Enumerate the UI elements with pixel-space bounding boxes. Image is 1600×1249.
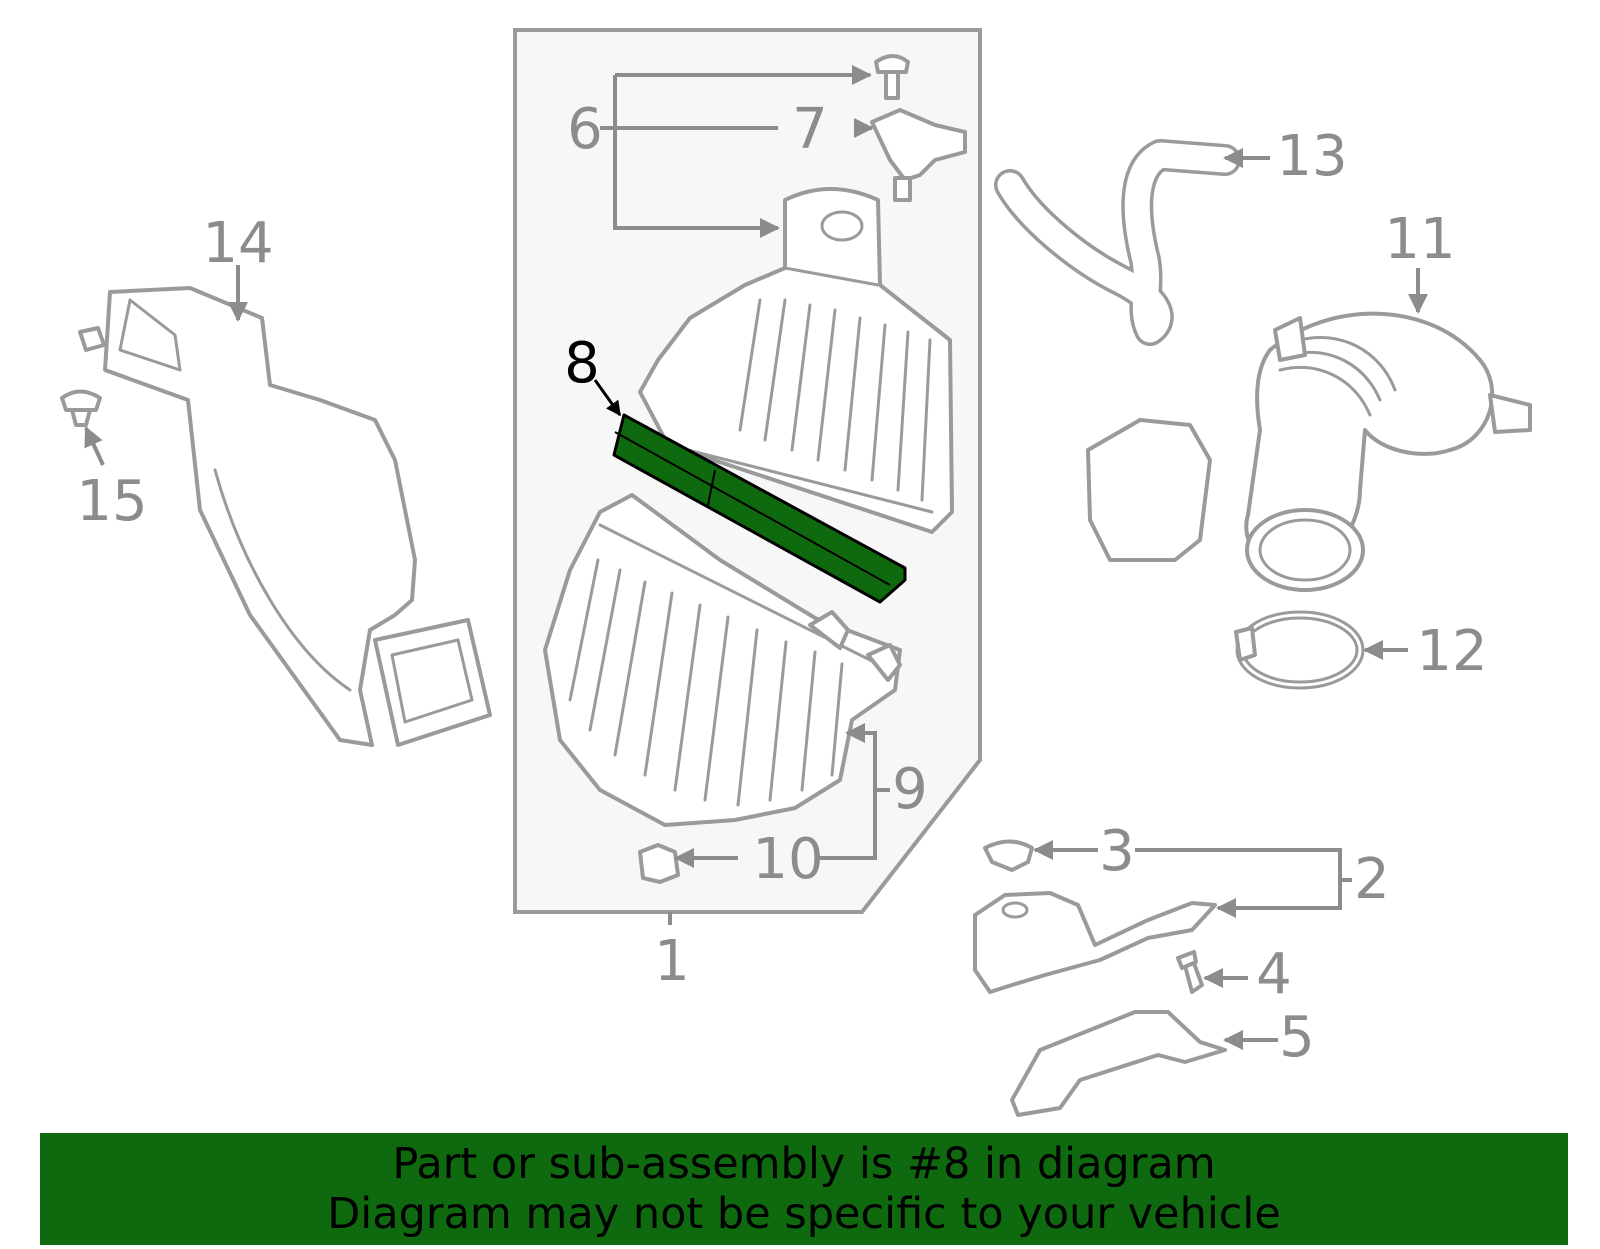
grommet-part-10: [638, 843, 680, 884]
callout-5: 5: [1279, 1005, 1315, 1070]
intake-duct-part-11: [1086, 311, 1532, 592]
callout-3: 3: [1099, 819, 1135, 884]
bracket-part-5: [1010, 1010, 1227, 1117]
callout-7: 7: [792, 97, 828, 162]
callout-12: 12: [1416, 619, 1487, 684]
callout-4: 4: [1256, 942, 1292, 1007]
callout-10: 10: [752, 827, 823, 892]
bolt-part-6: [874, 54, 910, 100]
leader-lines: [84, 65, 1428, 1050]
hose-part-13: [994, 139, 1241, 346]
callout-1: 1: [654, 929, 690, 994]
sensor-part-7: [870, 108, 967, 202]
callout-14: 14: [202, 211, 273, 276]
stud-part-4: [1176, 950, 1204, 994]
banner-line-disclaimer: Diagram may not be specific to your vehi…: [327, 1189, 1281, 1239]
callout-8: 8: [564, 331, 600, 396]
callout-13: 13: [1276, 124, 1347, 189]
air-duct-part-14: [78, 286, 492, 747]
upper-housing: [638, 187, 954, 534]
callout-15: 15: [76, 469, 147, 534]
clamp-part-12: [1234, 610, 1365, 690]
info-banner: Part or sub-assembly is #8 in diagram Di…: [40, 1133, 1568, 1245]
callout-9: 9: [892, 757, 928, 822]
air-filter-element-highlighted: [612, 413, 907, 604]
callout-11: 11: [1384, 207, 1455, 272]
grommet-part-3: [983, 839, 1034, 872]
lower-housing: [543, 493, 902, 827]
banner-line-part-info: Part or sub-assembly is #8 in diagram: [392, 1139, 1216, 1189]
bracket-part-2: [973, 891, 1217, 994]
callout-6: 6: [567, 97, 603, 162]
callout-2: 2: [1354, 847, 1390, 912]
clip-part-15: [60, 389, 102, 427]
